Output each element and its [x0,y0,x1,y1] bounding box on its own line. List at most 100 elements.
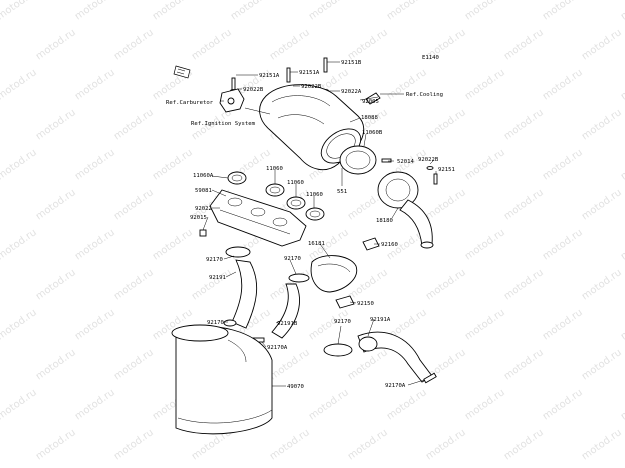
arrow-92160 [362,237,380,251]
label-16181: 16181 [308,241,325,247]
watermark-text: motod.ru [112,187,156,222]
label-92022B-2: 92022B [301,84,322,90]
watermark-text: motod.ru [463,387,507,422]
tube-16181 [310,255,358,293]
watermark-text: motod.ru [424,107,468,142]
label-92170-d: 92170 [207,320,224,326]
ref-ignition: Ref.Ignition System [191,121,256,127]
watermark-text: motod.ru [424,187,468,222]
watermark-text: motod.ru [385,387,429,422]
label-92022B-right: 92022B [418,157,439,163]
clamp-92170-a [225,246,251,258]
watermark-text: motod.ru [463,67,507,102]
watermark-text: motod.ru [502,427,546,462]
watermark-text: motod.ru [502,267,546,302]
part-labels: 92151A 92022B 92151A 92151B 92022B 92022… [166,60,455,390]
gasket-11060-2 [286,196,306,210]
label-49070: 49070 [287,384,304,390]
watermark-text: motod.ru [502,27,546,62]
label-92022: 92022 [195,206,212,212]
label-92170A-2: 92170A [385,383,406,389]
label-92191B: 92191B [277,321,298,327]
gasket-11060-1 [265,183,285,197]
watermark-text: motod.ru [385,0,429,22]
label-18180: 18180 [376,218,393,224]
label-92151A-2: 92151A [299,70,320,76]
label-59081: 59081 [195,188,212,194]
watermark-text: motod.ru [424,427,468,462]
watermark-text: motod.ru [619,0,625,22]
label-92022A: 92022A [341,89,362,95]
watermark-text: motod.ru [190,27,234,62]
label-52014: 52014 [397,159,414,165]
watermark-text: motod.ru [0,67,39,102]
label-92150: 92150 [357,301,374,307]
rubber-92150 [335,295,355,309]
watermark-text: motod.ru [73,147,117,182]
watermark-text: motod.ru [0,227,39,262]
nipple-92005 [365,92,381,105]
watermark-text: motod.ru [580,267,624,302]
watermark-text: motod.ru [346,347,390,382]
cap-92015 [199,229,207,237]
clamp-92170-d [323,343,353,357]
watermark-text: motod.ru [151,147,195,182]
watermark-text: motod.ru [541,307,585,342]
watermark-text: motod.ru [112,347,156,382]
label-92191: 92191 [209,275,226,281]
label-11060-3: 11060 [306,192,323,198]
watermark-text: motod.ru [424,267,468,302]
watermark-text: motod.ru [580,347,624,382]
watermark-text: motod.ru [580,427,624,462]
watermark-text: motod.ru [541,227,585,262]
bolt-92151A-mid [286,67,291,83]
watermark-text: motod.ru [268,347,312,382]
watermark-text: motod.ru [34,347,78,382]
watermark-text: motod.ru [346,27,390,62]
ref-carburetor: Ref.Carburetor [166,100,214,106]
front-arrow-icon [173,65,191,79]
label-11060-1: 11060 [266,166,283,172]
ref-cooling: Ref.Cooling [406,92,443,98]
gasket-11060-3 [305,207,325,221]
watermark-text: motod.ru [73,227,117,262]
watermark-text: motod.ru [580,187,624,222]
watermark-text: motod.ru [268,427,312,462]
label-92191A: 92191A [370,317,391,323]
watermark-text: motod.ru [151,0,195,22]
watermark-text: motod.ru [502,107,546,142]
watermark-text: motod.ru [73,307,117,342]
watermark-text: motod.ru [619,227,625,262]
watermark-text: motod.ru [346,427,390,462]
label-92151B: 92151B [341,60,362,66]
watermark-text: motod.ru [541,0,585,22]
watermark-text: motod.ru [463,147,507,182]
clamp-92170-b [288,273,310,283]
watermark-text: motod.ru [541,67,585,102]
watermark-text: motod.ru [502,187,546,222]
watermark-text: motod.ru [580,107,624,142]
label-92170-a: 92170 [206,257,223,263]
carburetor-bracket [219,88,245,113]
label-11060A: 11060A [193,173,214,179]
watermark-text: motod.ru [34,267,78,302]
label-92151A: 92151A [259,73,280,79]
watermark-text: motod.ru [112,107,156,142]
gasket-11060B [339,145,377,175]
label-11060-2: 11060 [287,180,304,186]
label-92170-b: 92170 [284,256,301,262]
watermark-text: motod.ru [34,107,78,142]
watermark-text: motod.ru [73,387,117,422]
watermark-text: motod.ru [502,347,546,382]
watermark-text: motod.ru [112,427,156,462]
watermark-text: motod.ru [463,227,507,262]
watermark-text: motod.ru [463,0,507,22]
watermark-text: motod.ru [307,0,351,22]
leader-lines [202,61,437,387]
diagram-code: E1140 [422,55,439,61]
watermark-text: motod.ru [619,67,625,102]
watermark-text: motod.ru [229,0,273,22]
label-18088: 18088 [361,115,378,121]
